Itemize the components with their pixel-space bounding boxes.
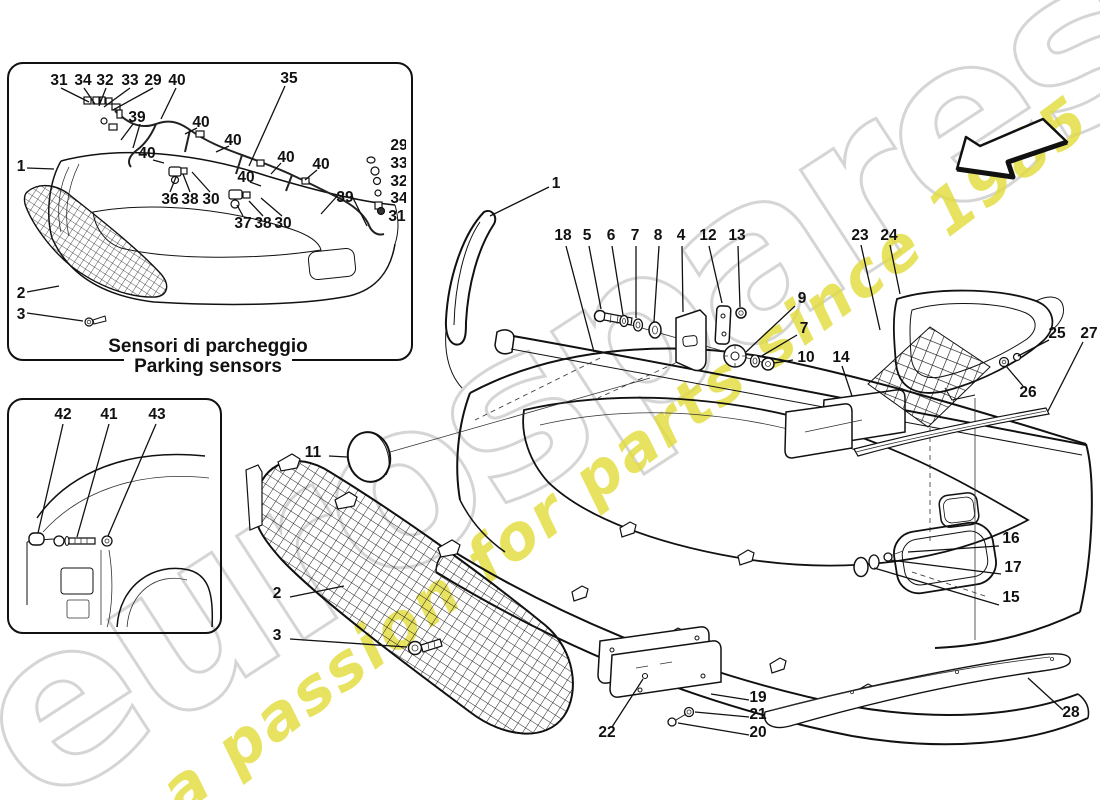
callout-i31r: 31 [388,208,406,225]
callout-i29: 29 [144,72,162,89]
callout-i32r: 32 [390,173,406,190]
inset1-leader-lines [26,85,368,322]
callout-12: 12 [699,227,716,244]
callout-43: 43 [148,406,166,423]
callout-i32: 32 [96,72,113,89]
callout-6: 6 [607,227,616,244]
callout-leader-lines [289,186,1084,736]
callout-i40a: 40 [192,114,209,131]
callout-25: 25 [1048,325,1066,342]
sensor-wiring-harness [114,110,385,236]
callout-1: 1 [552,175,561,192]
callout-24: 24 [880,227,898,244]
lower-trim-strip-28 [763,653,1071,729]
callout-i36: 36 [161,191,179,208]
grille-bolt [407,638,443,656]
caption-italian: Sensori di parcheggio [98,337,318,357]
callout-42: 42 [54,406,71,423]
callout-i30b: 30 [274,215,291,232]
callout-16: 16 [1002,530,1020,547]
callout-i33: 33 [121,72,139,89]
callout-i40f: 40 [237,169,254,186]
callout-i39r: 39 [336,189,354,206]
callout-i39: 39 [128,109,146,126]
grille-tabs [245,453,461,558]
bumper-corner-cap [444,210,497,389]
blanking-cap [346,431,392,483]
callout-i40d: 40 [277,149,294,166]
callout-5: 5 [583,227,592,244]
duct-mesh-grille [867,326,991,428]
callout-7: 7 [631,227,640,244]
callout-3: 3 [273,627,282,644]
callout-i40: 40 [168,72,185,89]
callout-22: 22 [598,724,615,741]
callout-7b: 7 [800,320,809,337]
inset1-callouts: 1 31 34 32 33 29 40 35 39 40 40 40 29 33… [17,70,406,323]
callout-8: 8 [654,227,663,244]
callout-13: 13 [728,227,746,244]
callout-9: 9 [798,290,807,307]
callout-27: 27 [1080,325,1097,342]
inset-mounting-drawing: 42 41 43 [26,406,214,627]
callout-14: 14 [832,349,850,366]
callout-17: 17 [1004,559,1021,576]
callout-i2: 2 [17,285,26,302]
bracket-fastener-set [593,305,775,372]
callout-21: 21 [749,706,767,723]
caption-english: Parking sensors [124,357,292,377]
callout-i38b: 38 [254,215,272,232]
mounting-fasteners [28,532,113,547]
inset-grille-mesh [23,185,168,298]
callout-i40e: 40 [312,156,329,173]
callout-i1: 1 [17,158,26,175]
trim-strip-27 [853,407,1050,457]
front-grille-mesh [253,460,574,735]
callout-i40b: 40 [224,132,241,149]
inset-parking-sensors: 1 31 34 32 33 29 40 35 39 40 40 40 29 33… [7,62,413,361]
callout-i31: 31 [50,72,68,89]
callout-20: 20 [749,724,766,741]
inset-grille-bolt [84,315,107,327]
inset2-callouts: 42 41 43 [54,406,166,423]
callout-19: 19 [749,689,767,706]
callout-i3: 3 [17,306,26,323]
callout-4: 4 [677,227,686,244]
callout-11: 11 [305,444,322,461]
spacer-plates [784,389,906,459]
callout-41: 41 [100,406,118,423]
inset-mounting-detail: 42 41 43 [7,398,222,634]
main-callouts: 1 18 5 6 7 8 4 12 13 9 7 10 14 23 24 25 … [273,175,1098,741]
callout-i37: 37 [234,215,251,232]
callout-i30: 30 [202,191,219,208]
callout-15: 15 [1002,589,1020,606]
callout-i34: 34 [74,72,92,89]
callout-i38: 38 [181,191,199,208]
callout-i40c: 40 [138,145,155,162]
callout-10: 10 [797,349,814,366]
callout-i34r: 34 [390,190,406,207]
inset2-leader-lines [37,423,157,538]
callout-23: 23 [851,227,869,244]
callout-2: 2 [273,585,282,602]
number-plate-bracket [597,626,722,727]
inset-parking-sensors-drawing: 1 31 34 32 33 29 40 35 39 40 40 40 29 33… [17,70,406,327]
duct-screws [998,352,1022,368]
foglamp-fasteners [853,550,904,578]
callout-26: 26 [1019,384,1037,401]
callout-i35: 35 [280,70,298,87]
callout-i29r: 29 [390,137,406,154]
inset-caption: Sensori di parcheggio Parking sensors [7,337,409,377]
direction-arrow-icon [955,117,1069,180]
callout-i33r: 33 [390,155,406,172]
callout-28: 28 [1062,704,1080,721]
callout-18: 18 [554,227,572,244]
